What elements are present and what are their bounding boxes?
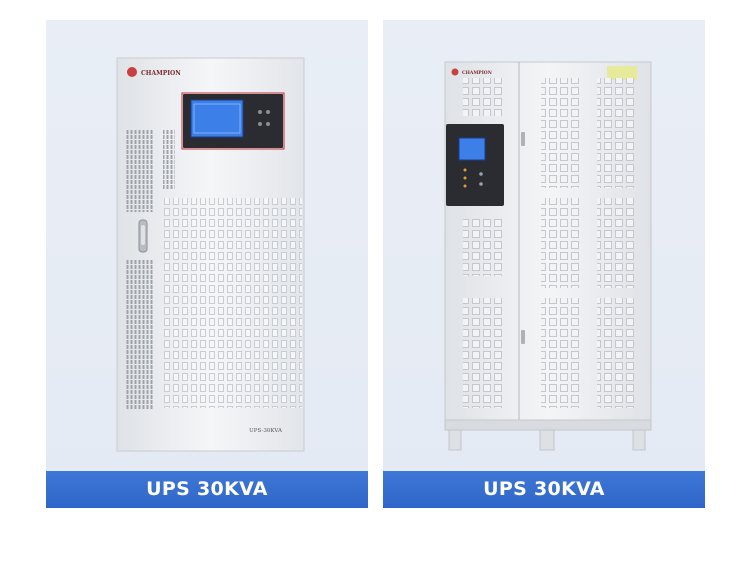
product-card-1[interactable]: CHAMPION UPS-30KVA UPS 30KVA bbox=[46, 20, 368, 508]
brand-text: CHAMPION bbox=[462, 70, 492, 76]
ups-cabinet-image: CHAMPION UPS-30KVA bbox=[116, 57, 305, 452]
door-handle-icon bbox=[521, 132, 525, 146]
lcd-display-icon bbox=[458, 137, 486, 161]
product-caption: UPS 30KVA bbox=[383, 471, 705, 508]
ups-cabinet-image: CHAMPION bbox=[444, 61, 652, 451]
product-card-2[interactable]: CHAMPION UPS 30KVA bbox=[383, 20, 705, 508]
brand-logo-icon bbox=[127, 67, 137, 77]
product-caption: UPS 30KVA bbox=[46, 471, 368, 508]
lcd-display-icon bbox=[190, 99, 244, 138]
brand-logo-icon bbox=[451, 68, 459, 76]
model-label: UPS-30KVA bbox=[249, 428, 283, 434]
brand-text: CHAMPION bbox=[141, 70, 181, 77]
